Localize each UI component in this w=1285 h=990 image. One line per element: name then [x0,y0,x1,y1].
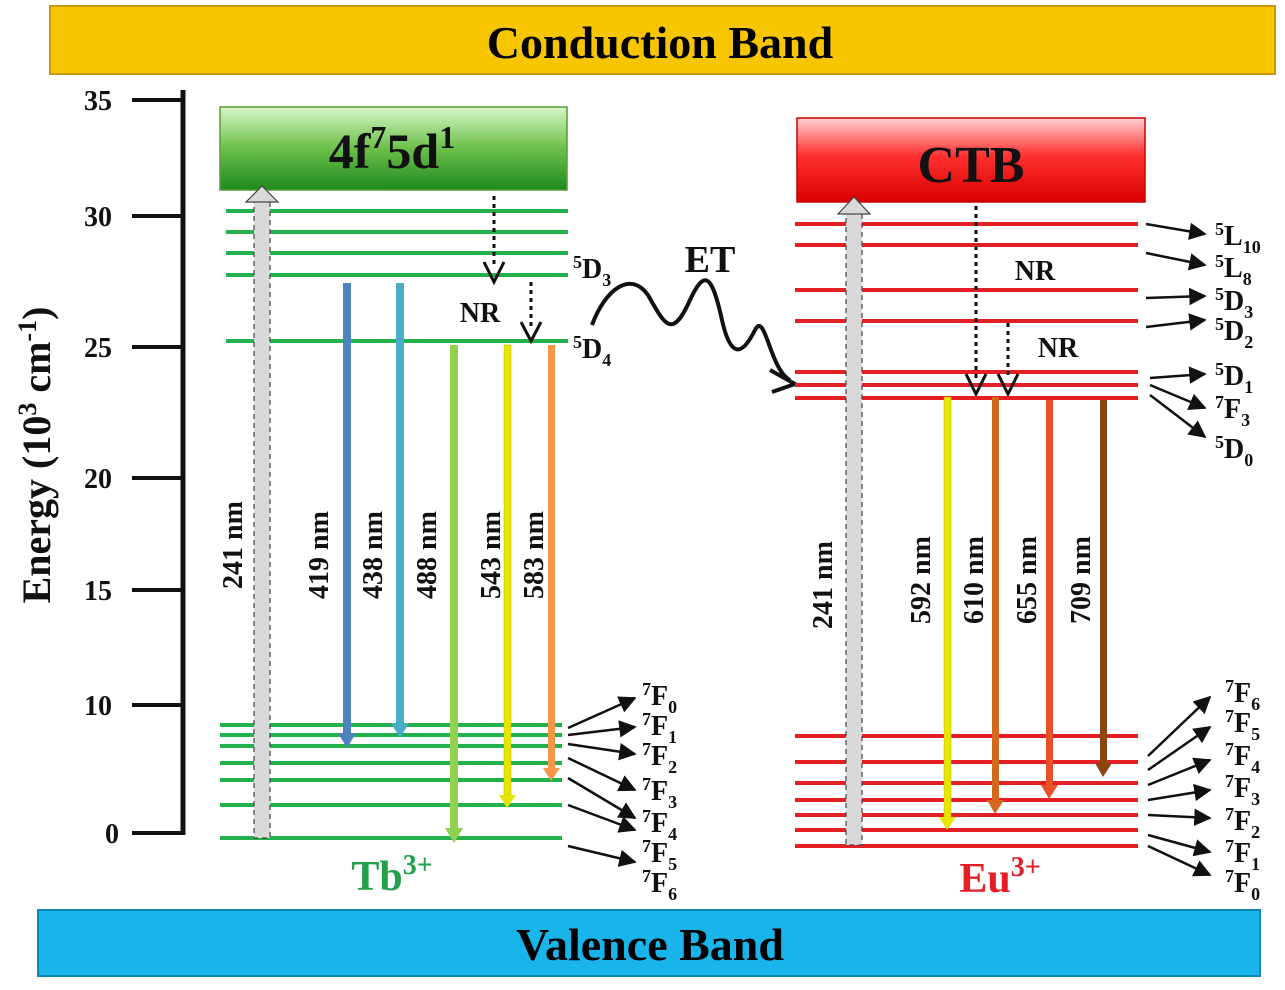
tb-ground-state-label: 7F4 [642,806,677,844]
tb-4f5d-box [219,106,568,191]
eu-ground-pointer-arrows [1147,695,1212,877]
eu-emission-arrow [1095,400,1112,777]
conduction-band [49,5,1276,75]
eu-upper-state-labels: 5L10 5L8 5D3 5D2 5D1 7F3 5D0 [1215,219,1261,470]
eu-emission-label: 610 nm [959,536,990,624]
eu-upper-state-label: 5D3 [1215,284,1253,322]
eu-ctb-box [796,117,1146,203]
axis-tick-label: 15 [84,576,112,607]
eu-upper-state-label: 5D1 [1215,359,1253,397]
tb-emission-label: 543 nm [476,511,507,599]
eu-emission-label: 709 nm [1066,536,1097,624]
eu-nr-label: NR [1015,256,1056,287]
axis-tick-label: 10 [84,691,112,722]
tb-emission-label: 583 nm [519,511,550,599]
tb-emission-label: 438 nm [358,511,389,599]
eu-excitation-arrow [836,196,872,846]
eu-nr-arrow [996,323,1020,398]
eu-emission-arrow [939,396,956,830]
eu-ground-state-label: 7F5 [1225,706,1260,744]
tb-emission-arrow [543,345,560,781]
eu-nr-arrow [964,206,988,398]
eu-ctb-label: CTB [918,137,1025,194]
tb-ground-state-label: 7F0 [642,679,677,717]
eu-upper-state-label: 7F3 [1215,392,1250,430]
tb-state-label: 5D4 [573,332,611,370]
conduction-band-label: Conduction Band [487,17,834,68]
tb-ground-state-label: 7F6 [642,866,677,904]
tb-ground-state-labels: 7F0 7F1 7F2 7F3 7F4 7F5 7F6 [642,679,677,904]
tb-nr-arrow [482,196,506,286]
axis-tick-label: 35 [84,86,112,117]
eu-upper-state-label: 5L10 [1215,219,1261,257]
axis-tick-label: 25 [84,333,112,364]
tb-4f5d-label: 4f75d1 [329,119,455,179]
valence-band-label: Valence Band [516,919,784,970]
energy-axis: 35 30 25 20 15 10 0 Energy (103 cm-1) [13,86,186,850]
tb-excitation-arrow [244,185,280,839]
energy-transfer-arrow [590,278,800,394]
energy-transfer-label: ET [685,239,736,281]
tb-nr-label: NR [460,298,501,329]
eu-upper-pointer-arrows [1145,222,1207,439]
tb-levels: 4f75d1 [219,106,568,840]
eu-upper-state-label: 5D0 [1215,432,1253,470]
eu-ground-state-label: 7F6 [1225,676,1260,714]
tb-emission-arrow [391,283,409,738]
eu-levels: CTB [795,117,1146,848]
axis-tick-label: 0 [105,819,119,850]
eu-ground-state-label: 7F3 [1225,771,1260,809]
eu-ground-state-label: 7F4 [1225,739,1260,777]
tb-ion-label: Tb3+ [351,850,432,900]
eu-ion-label: Eu3+ [959,852,1040,902]
tb-ground-state-label: 7F1 [642,709,677,747]
tb-emission-arrow [445,345,463,843]
eu-ground-state-label: 7F2 [1225,804,1260,842]
axis-tick-label: 20 [84,464,112,495]
eu-nr-label: NR [1038,333,1079,364]
eu-ground-state-label: 7F1 [1225,836,1260,874]
valence-band [37,909,1261,977]
tb-ground-state-label: 7F2 [642,739,677,777]
tb-emission-label: 419 nm [304,511,335,599]
tb-emission-label: 488 nm [412,511,443,599]
tb-ground-state-label: 7F3 [642,774,677,812]
eu-excitation-label: 241 nm [808,541,839,629]
eu-emission-arrow [1041,400,1058,799]
axis-title: Energy (103 cm-1) [13,307,59,604]
tb-emission-arrow [338,283,356,748]
tb-ground-pointer-arrows [567,696,637,867]
axis-tick-label: 30 [84,202,112,233]
eu-emission-arrow [987,397,1004,814]
eu-upper-state-label: 5L8 [1215,251,1252,289]
tb-ground-state-label: 7F5 [642,836,677,874]
eu-emission-label: 655 nm [1012,536,1043,624]
eu-ground-state-labels: 7F6 7F5 7F4 7F3 7F2 7F1 7F0 [1225,676,1260,904]
eu-ground-state-label: 7F0 [1225,866,1260,904]
tb-emission-arrow [499,344,516,808]
eu-emission-label: 592 nm [906,536,937,624]
tb-state-label: 5D3 [573,252,611,290]
tb-nr-arrow [519,282,543,345]
eu-upper-state-label: 5D2 [1215,314,1253,352]
tb-excitation-label: 241 nm [218,501,249,589]
